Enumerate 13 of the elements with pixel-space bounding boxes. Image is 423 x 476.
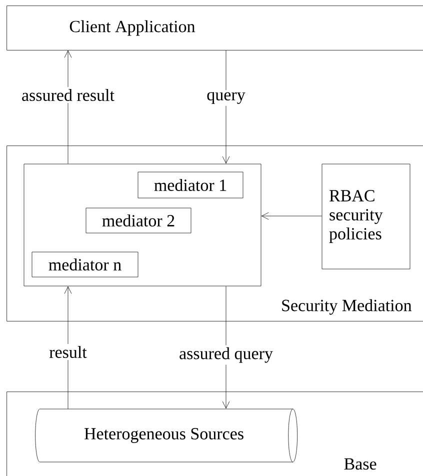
edge-label: assured result [20,87,116,103]
edge-label: assured query [177,345,275,365]
arrow [261,212,322,220]
arrow [64,286,72,409]
mediator-container-box [24,164,262,286]
edge-label: query [204,90,248,106]
mediator-box: mediator n [32,252,138,278]
data-source-cylinder: Heterogeneous Sources [35,408,298,462]
mediator-box: mediator 2 [86,208,192,234]
policy-box: RBAC security policies [322,164,410,270]
edge-label: result [47,344,89,360]
mediator-box: mediator 1 [138,172,244,198]
layer-box: Client Application [6,6,423,50]
